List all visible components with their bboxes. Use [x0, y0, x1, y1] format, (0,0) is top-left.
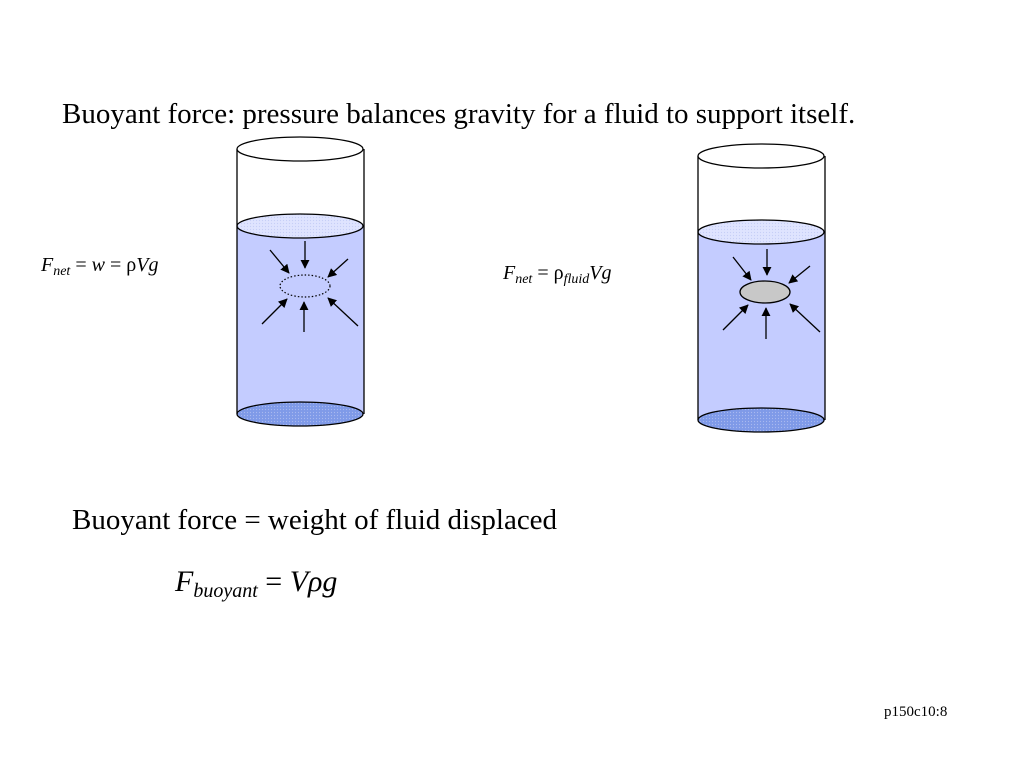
right-fluid-surface	[697, 219, 825, 245]
formula-V: V	[589, 262, 602, 284]
formula-F: F	[41, 254, 54, 276]
left-cylinder	[236, 136, 365, 427]
left-cylinder-top	[236, 136, 364, 162]
gray-solid-object-icon	[739, 280, 791, 304]
formula-net-subscript: net	[53, 264, 71, 279]
formula-V: V	[136, 254, 149, 276]
right-net-force-formula: Fnet = ρfluidVg	[503, 262, 612, 287]
formula-equals: =	[70, 254, 92, 276]
left-net-force-formula: Fnet = w = ρVg	[41, 254, 159, 279]
formula-F: F	[175, 565, 194, 598]
formula-g: g	[322, 565, 338, 598]
right-cylinder	[697, 143, 826, 433]
formula-g: g	[148, 254, 159, 276]
formula-F: F	[503, 262, 516, 284]
right-cylinder-top	[697, 143, 825, 169]
slide-heading: Buoyant force: pressure balances gravity…	[62, 98, 856, 130]
right-fluid-column	[698, 233, 825, 421]
left-fluid-column	[237, 226, 364, 414]
formula-net-subscript: net	[515, 272, 533, 287]
left-cylinder-bottom	[236, 401, 364, 427]
formula-g: g	[601, 262, 612, 284]
formula-buoyant-subscript: buoyant	[193, 580, 258, 602]
buoyant-force-formula: Fbuoyant = Vρg	[175, 565, 338, 602]
formula-fluid-subscript: fluid	[563, 272, 590, 287]
formula-rho: ρ	[308, 565, 323, 598]
right-pressure-arrows-icon	[722, 249, 821, 339]
formula-V: V	[289, 565, 309, 598]
formula-equals-rho: = ρ	[532, 262, 564, 284]
left-fluid-surface	[236, 213, 364, 239]
formula-equals: =	[257, 565, 290, 598]
formula-equals-rho: = ρ	[104, 254, 137, 276]
left-pressure-arrows-icon	[261, 241, 359, 332]
right-cylinder-bottom	[697, 407, 825, 433]
buoyancy-statement: Buoyant force = weight of fluid displace…	[72, 504, 558, 536]
slide-footer-id: p150c10:8	[884, 704, 948, 720]
dotted-ellipse-fluid-parcel-icon	[279, 274, 331, 298]
formula-w: w	[91, 254, 105, 276]
